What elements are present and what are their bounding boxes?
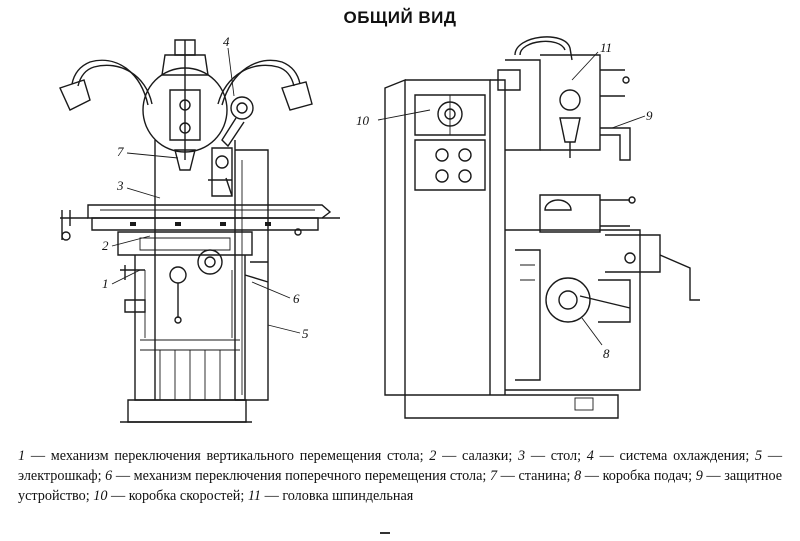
callout-5: 5 [302, 326, 309, 341]
callout-3: 3 [116, 178, 124, 193]
callout-10: 10 [356, 113, 370, 128]
callout-11: 11 [600, 40, 612, 55]
legend-text-3: — стол; [525, 448, 587, 464]
machine-drawing: 4 7 3 2 1 6 5 [59, 34, 700, 423]
callout-6: 6 [293, 291, 300, 306]
legend-num-5: 5 [755, 448, 763, 464]
legend-num-4: 4 [586, 448, 594, 464]
callout-9: 9 [646, 108, 653, 123]
legend-text-6: — механизм переключения поперечного пере… [112, 468, 490, 484]
legend-text-5: — электрошкаф; [18, 448, 783, 484]
callout-8: 8 [603, 346, 610, 361]
legend-num-9: 9 [695, 468, 703, 484]
callout-4: 4 [223, 34, 230, 49]
legend-text-4: — система охлаждения; [593, 448, 755, 464]
page-title: ОБЩИЙ ВИД [343, 8, 457, 27]
legend-text-10: — коробка скоростей; [107, 488, 248, 504]
legend-num-11: 11 [247, 488, 262, 504]
legend-num-10: 10 [93, 488, 108, 504]
callout-7: 7 [117, 144, 124, 159]
side-view: 10 11 9 8 [356, 36, 700, 419]
page-edge-mark [380, 532, 390, 534]
legend-text-2: — салазки; [436, 448, 519, 464]
legend-caption: 1 — механизм переключения вертикального … [18, 446, 782, 506]
legend-text-11: — головка шпиндельная [261, 488, 414, 504]
callout-1: 1 [102, 276, 109, 291]
legend-text-7: — станина; [497, 468, 575, 484]
legend-num-3: 3 [518, 448, 526, 464]
legend-num-6: 6 [105, 468, 113, 484]
callout-2: 2 [102, 238, 109, 253]
legend-text-9: — защитное устройство; [18, 468, 783, 504]
legend-num-8: 8 [574, 468, 582, 484]
legend-text-1: — механизм переключения вертикального пе… [25, 448, 430, 464]
legend-text-8: — коробка подач; [581, 468, 696, 484]
legend-num-7: 7 [489, 468, 498, 484]
legend-num-1: 1 [18, 448, 26, 464]
legend-num-2: 2 [429, 448, 437, 464]
front-view: 4 7 3 2 1 6 5 [59, 34, 340, 423]
